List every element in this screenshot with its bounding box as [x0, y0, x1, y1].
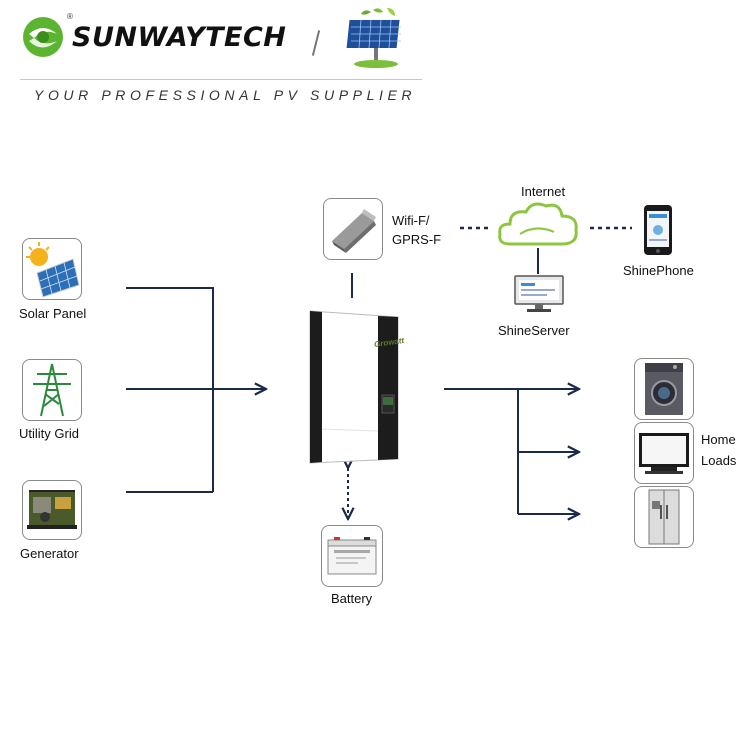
- solar-panel-icon: [26, 242, 80, 298]
- wifi-module-label-2: GPRS-F: [392, 232, 442, 247]
- generator-node: [22, 480, 82, 540]
- wifi-module-label-1: Wifi-F/: [392, 213, 430, 228]
- battery-label: Battery: [331, 591, 373, 606]
- generator-icon: [27, 490, 77, 529]
- solar-tree-icon: [346, 8, 401, 68]
- refrigerator-icon: [648, 489, 680, 545]
- television-icon: [639, 433, 689, 474]
- header-rule: [20, 79, 422, 80]
- usb-dongle-icon: [332, 209, 376, 253]
- power-tower-icon: [33, 363, 71, 417]
- utility-grid-node: [22, 359, 82, 421]
- wifi-module-node: [323, 198, 383, 260]
- solar-link: [126, 287, 214, 492]
- utility-grid-label: Utility Grid: [19, 426, 79, 441]
- inverter-unit: [309, 310, 399, 464]
- fridge-node: [634, 486, 694, 548]
- battery-icon: [327, 537, 377, 575]
- registered-mark: ®: [67, 12, 73, 21]
- shine-phone-label: ShinePhone: [623, 263, 694, 278]
- battery-node: [321, 525, 383, 587]
- sunway-logo-icon: [23, 17, 63, 57]
- cloud-icon: [498, 202, 578, 246]
- brand-logo: ® SUNWAYTECH: [20, 12, 287, 60]
- washing-machine-icon: [645, 363, 683, 415]
- smartphone-icon: [644, 205, 672, 255]
- home-loads-label-1: Home: [701, 432, 736, 447]
- home-loads-label-2: Loads: [701, 453, 737, 468]
- brand-name: SUNWAYTECH: [72, 21, 287, 53]
- shine-server-label: ShineServer: [498, 323, 570, 338]
- monitor-icon: [514, 275, 564, 312]
- solar-panel-label: Solar Panel: [19, 306, 87, 321]
- solar-panel-node: [22, 238, 82, 300]
- generator-label: Generator: [20, 546, 79, 561]
- tagline: YOUR PROFESSIONAL PV SUPPLIER: [34, 87, 417, 103]
- tv-node: [634, 422, 694, 484]
- washer-node: [634, 358, 694, 420]
- internet-label: Internet: [521, 184, 566, 199]
